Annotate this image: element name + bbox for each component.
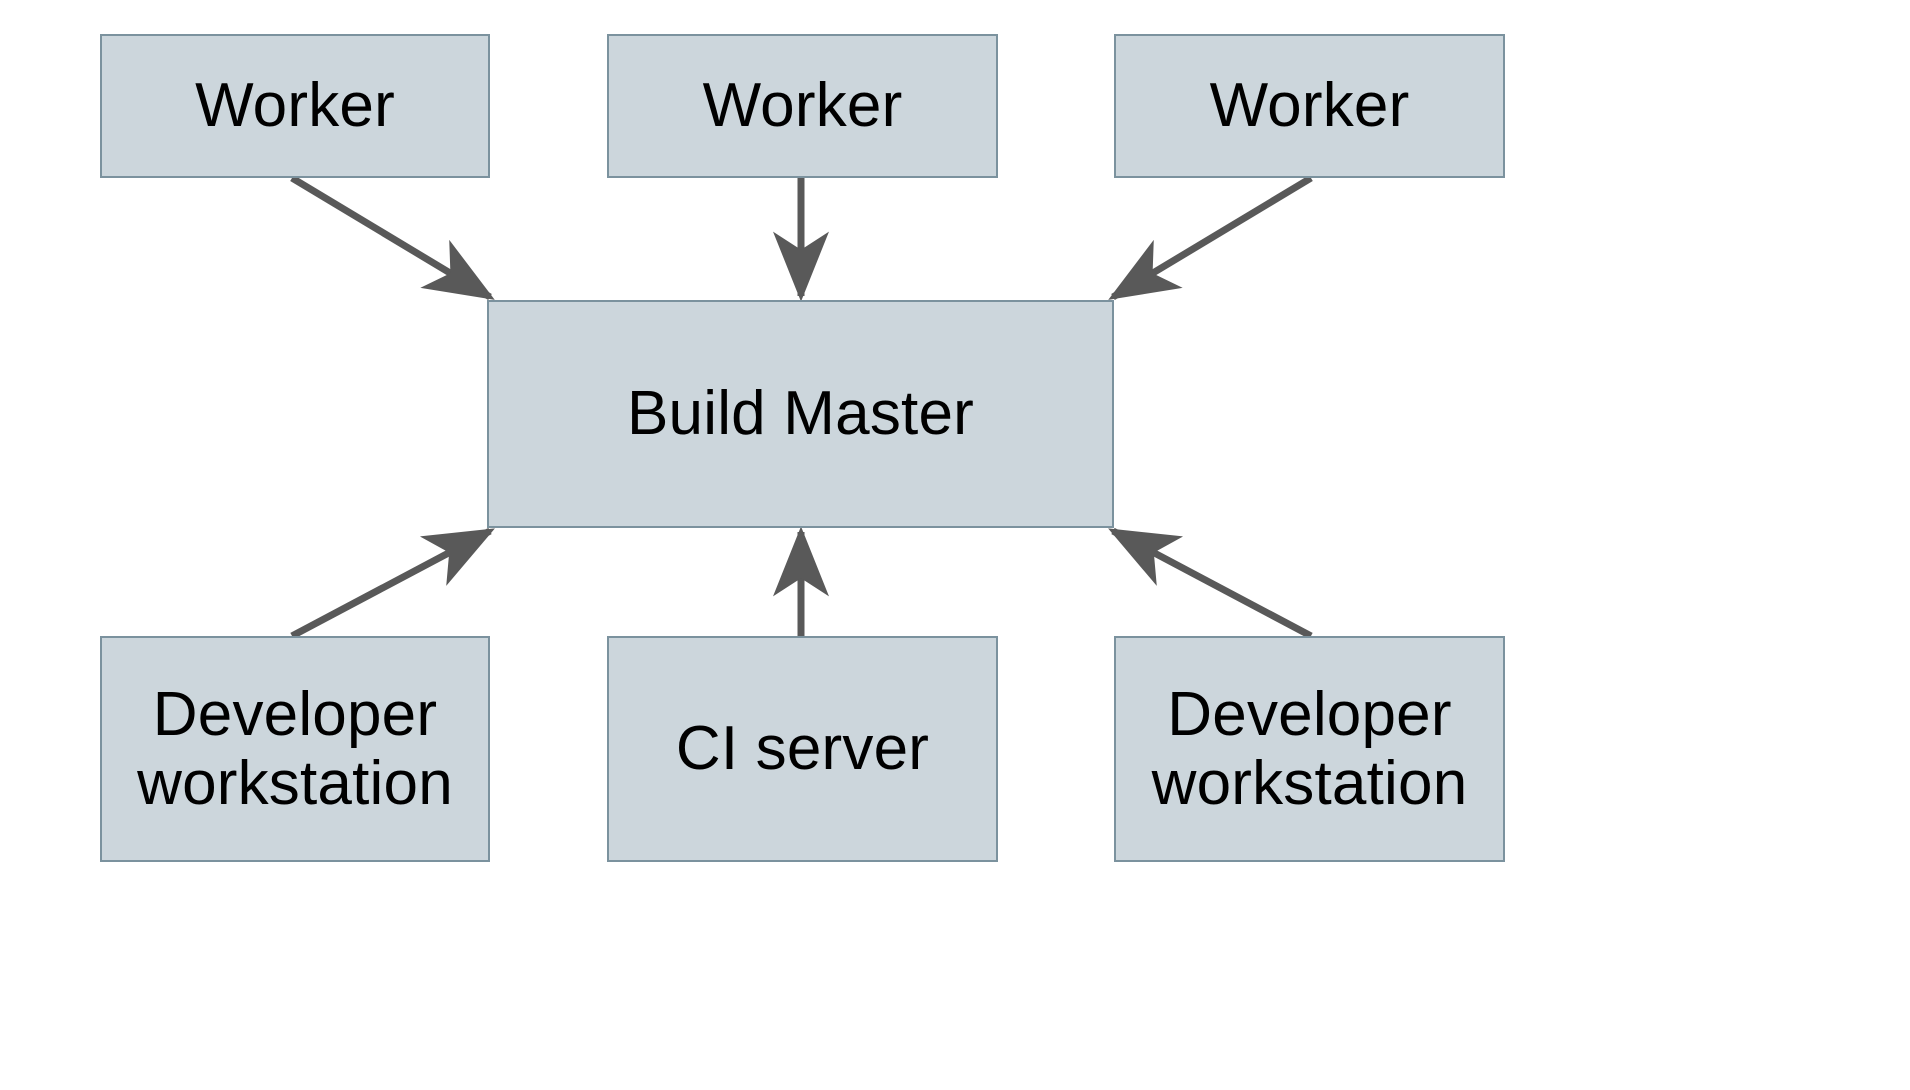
- node-worker-2[interactable]: Worker: [607, 34, 998, 178]
- node-worker-2-label: Worker: [702, 71, 903, 141]
- node-worker-3[interactable]: Worker: [1114, 34, 1505, 178]
- node-developer-workstation-right[interactable]: Developer workstation: [1114, 636, 1505, 862]
- node-developer-workstation-right-label: Developer workstation: [1151, 679, 1468, 818]
- edge-devright-to-master: [1108, 527, 1313, 640]
- node-worker-1-label: Worker: [195, 71, 395, 141]
- node-worker-3-label: Worker: [1209, 71, 1410, 141]
- node-worker-1[interactable]: Worker: [100, 34, 490, 178]
- node-developer-workstation-left[interactable]: Developer workstation: [100, 636, 490, 862]
- node-build-master-label: Build Master: [627, 379, 974, 449]
- edge-worker3-to-master: [1108, 175, 1313, 300]
- node-developer-workstation-left-label: Developer workstation: [137, 679, 453, 818]
- node-ci-server-label: CI server: [675, 714, 930, 784]
- node-ci-server[interactable]: CI server: [607, 636, 998, 862]
- edge-devleft-to-master: [290, 527, 495, 640]
- edge-worker1-to-master: [290, 175, 495, 300]
- node-build-master[interactable]: Build Master: [487, 300, 1114, 528]
